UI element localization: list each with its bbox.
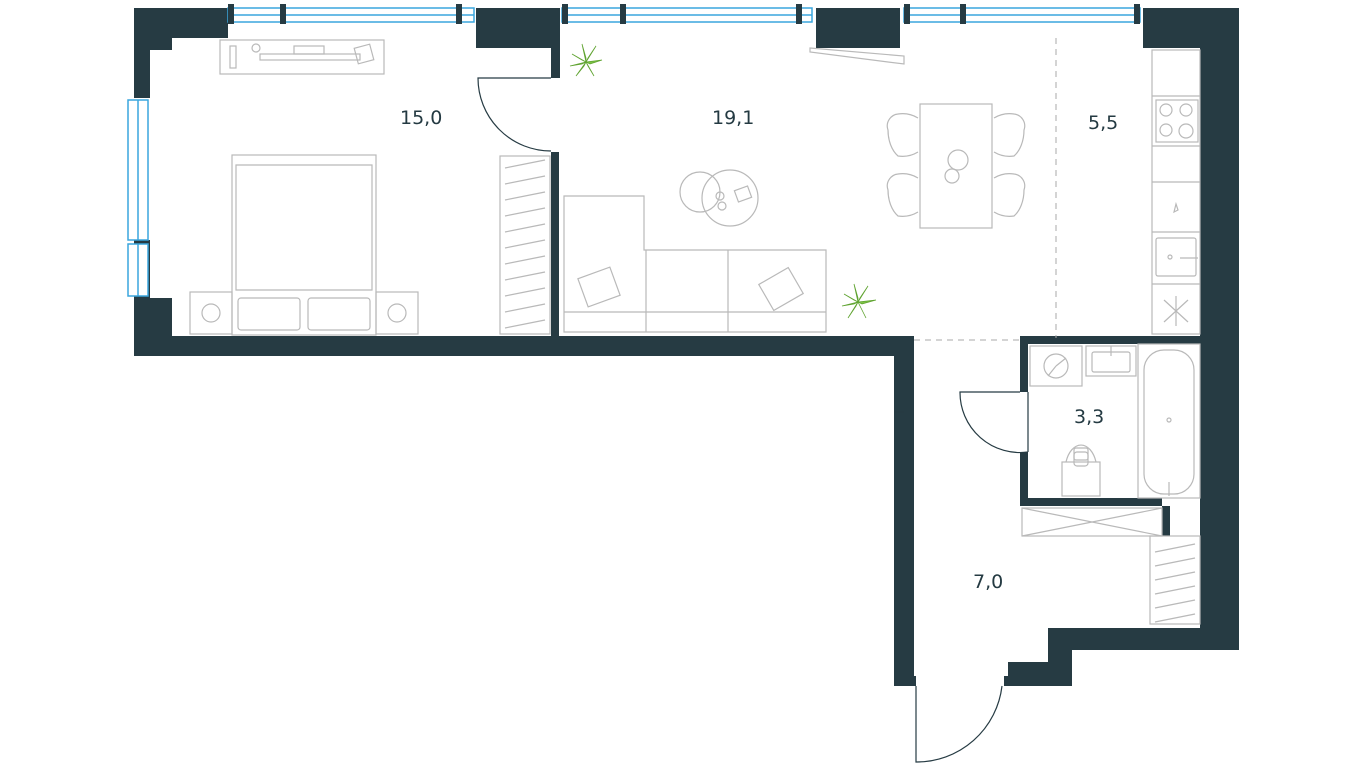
washbasin	[1085, 345, 1137, 377]
plant-icon	[569, 43, 603, 77]
dining-table	[886, 103, 1026, 229]
hall-wardrobe	[1149, 535, 1201, 625]
wardrobe	[499, 155, 551, 335]
zone-lines	[914, 38, 1057, 341]
hob-icon	[1155, 99, 1199, 143]
tv-panel	[809, 47, 905, 65]
sofa-icon	[563, 195, 827, 333]
bathtub-icon	[1137, 343, 1201, 499]
coffee-table	[679, 169, 759, 227]
room-area-bathroom: 3,3	[1074, 406, 1104, 428]
tv-stand	[219, 39, 385, 75]
bathroom-door	[959, 391, 1029, 454]
toilet-icon	[1061, 444, 1101, 497]
bed-icon	[189, 154, 419, 336]
furniture	[189, 39, 1201, 625]
plant-icon	[841, 283, 877, 319]
room-area-kitchen: 5,5	[1088, 112, 1118, 134]
kitchen-counter	[1151, 49, 1201, 335]
washing-machine-icon	[1029, 345, 1083, 387]
hall-shelf	[1021, 507, 1163, 537]
window-frames	[228, 4, 1140, 24]
doors	[477, 77, 1029, 763]
room-area-living: 19,1	[712, 107, 754, 129]
room-area-bedroom: 15,0	[400, 107, 442, 129]
sink-icon	[1155, 237, 1198, 277]
room-area-hallway: 7,0	[973, 571, 1003, 593]
walls	[134, 8, 1239, 686]
bedroom-door	[477, 77, 552, 152]
windows	[127, 7, 1141, 297]
entrance-door	[915, 685, 1003, 763]
